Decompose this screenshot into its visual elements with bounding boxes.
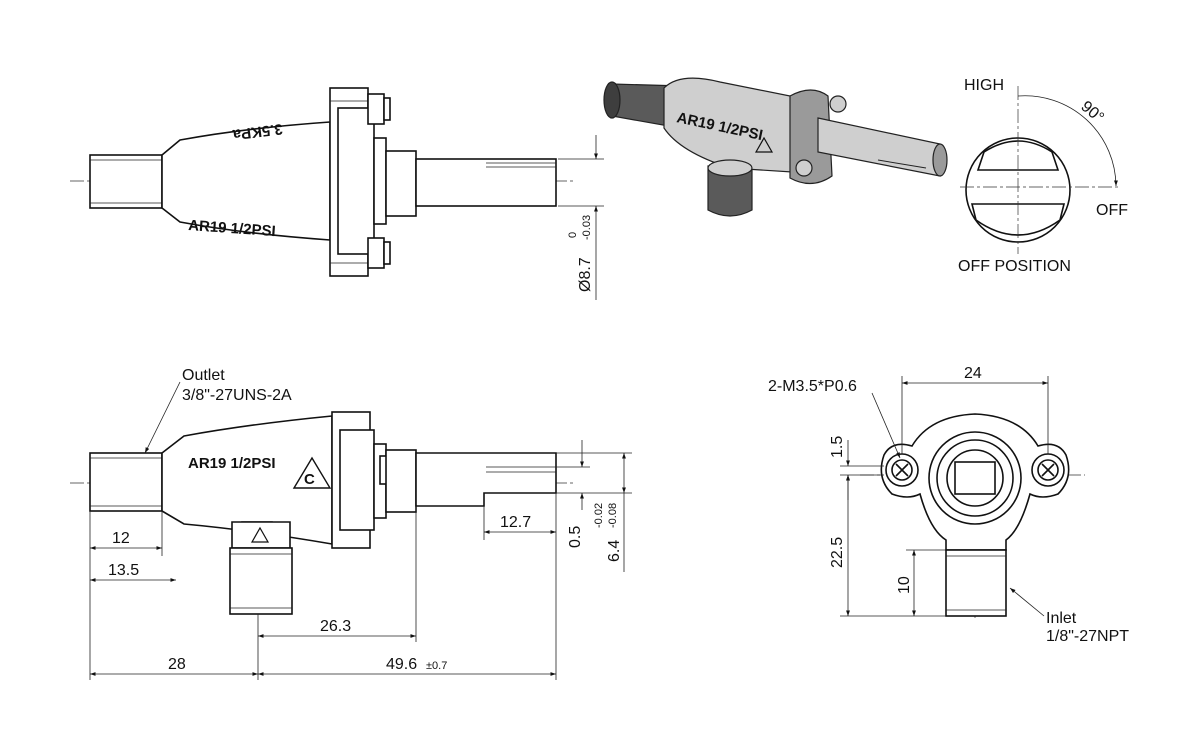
top-model-marking: AR19 1/2PSI [188,217,277,240]
dim-10: 10 [896,576,913,594]
isometric-render: AR19 1/2PSI [603,77,948,217]
shaft-diameter-label: Ø8.7 [577,257,594,292]
render-inlet [707,165,753,217]
dim-6-4-tol-upper: -0.02 [593,503,605,528]
dim-24: 24 [964,365,982,382]
dim-13-5: 13.5 [108,562,139,579]
cert-letter: C [304,471,315,488]
render-body [663,77,801,173]
dim-1-5: 1.5 [829,436,846,458]
render-screw-upper [829,95,847,113]
dim-26-3: 26.3 [320,618,351,635]
screw-spec: 2-M3.5*P0.6 [768,378,857,395]
side-model-marking: AR19 1/2PSI [188,455,276,472]
top-view: 3.5KPa AR19 1/2PSI Ø8.7 0 -0.03 [70,87,604,300]
inlet-title: Inlet [1046,610,1077,627]
side-view: AR19 1/2PSI C Outlet 3/8"-27UNS-2A 1 [70,367,632,680]
dim-49-6: 49.6 [386,656,417,673]
dim-49-6-tol: ±0.7 [426,660,447,672]
rotation-arc [1017,95,1118,187]
off-label: OFF [1096,202,1128,219]
top-screw-lower [367,237,385,269]
dim-12-7: 12.7 [500,514,531,531]
outlet-title: Outlet [182,367,225,384]
angle-label: 90° [1077,98,1106,127]
shaft-tol-lower: -0.03 [581,215,593,240]
outlet-thread: 3/8"-27UNS-2A [182,387,292,404]
shaft-tol-upper: 0 [567,232,579,238]
high-label: HIGH [964,77,1004,94]
inlet-thread: 1/8"-27NPT [1046,628,1129,645]
top-screw-upper [367,93,385,125]
end-inlet [945,549,1007,617]
side-shaft-collar [385,449,417,513]
top-shaft [415,158,557,207]
top-shaft-collar [385,150,417,217]
top-outlet-nipple [89,154,163,209]
side-outlet-nipple [89,452,163,512]
top-flange-inner [337,107,375,255]
side-inlet [229,547,293,615]
side-shaft [415,452,557,507]
render-flange [789,89,833,185]
dim-28: 28 [168,656,186,673]
end-shaft-flat [954,461,996,495]
end-view: 2-M3.5*P0.6 24 1.5 22.5 10 Inlet 1/8"-27… [768,365,1129,645]
dim-0-5: 0.5 [567,526,584,548]
cert-triangle [292,456,332,489]
off-position-view: HIGH OFF 90° OFF POSITION [958,77,1128,275]
top-pressure-marking: 3.5KPa [231,120,283,143]
off-position-caption: OFF POSITION [958,258,1071,275]
render-screw-lower [795,159,813,177]
dim-6-4-tol-lower: -0.08 [607,503,619,528]
dim-6-4: 6.4 [606,540,623,562]
dim-22-5: 22.5 [829,537,846,568]
dim-12: 12 [112,530,130,547]
